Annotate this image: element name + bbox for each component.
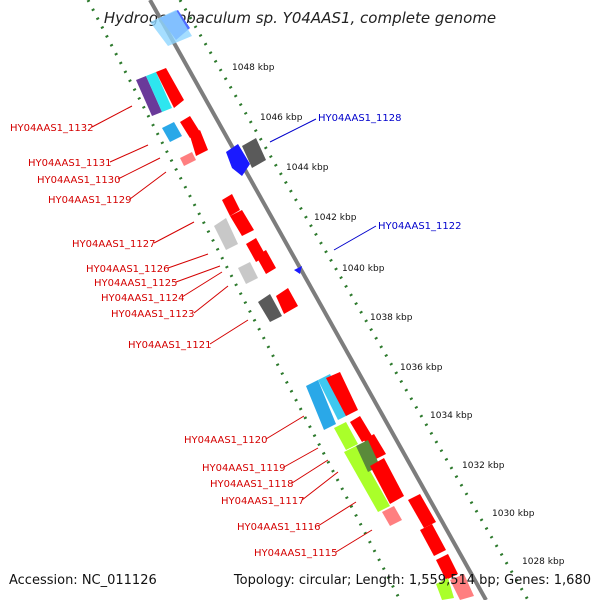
gene-feature[interactable] <box>364 434 386 460</box>
gene-feature[interactable] <box>382 506 402 526</box>
gene-feature[interactable] <box>258 294 282 322</box>
gene-label[interactable]: HY04AAS1_1132 <box>10 123 93 134</box>
genome-backbone <box>148 0 488 600</box>
gene-feature[interactable] <box>214 218 238 250</box>
tick-label: 1046 kbp <box>260 113 303 123</box>
gene-feature[interactable] <box>420 524 446 556</box>
gene-feature[interactable] <box>242 138 266 168</box>
gene-label[interactable]: HY04AAS1_1118 <box>210 479 293 490</box>
gene-feature[interactable] <box>326 372 358 416</box>
gene-feature[interactable] <box>318 374 350 420</box>
gene-feature[interactable] <box>370 458 404 504</box>
gene-feature[interactable] <box>190 130 208 156</box>
tick-label: 1034 kbp <box>430 411 473 421</box>
map-title: Hydrogenobaculum sp. Y04AAS1, complete g… <box>103 9 497 27</box>
gene-feature[interactable] <box>408 494 436 528</box>
gene-labels-right: HY04AAS1_1128 HY04AAS1_1122 <box>318 113 461 232</box>
gene-feature[interactable] <box>136 76 162 116</box>
gene-feature[interactable] <box>450 574 474 600</box>
gene-feature[interactable] <box>180 152 196 166</box>
gene-feature[interactable] <box>294 266 302 274</box>
tick-label: 1044 kbp <box>286 163 329 173</box>
gene-feature[interactable] <box>150 10 192 46</box>
leader-lines-right <box>269 118 377 251</box>
gene-label[interactable]: HY04AAS1_1120 <box>184 435 267 446</box>
gene-feature[interactable] <box>344 446 390 512</box>
gene-feature[interactable] <box>226 144 250 176</box>
gene-feature[interactable] <box>146 72 172 112</box>
gene-label[interactable]: HY04AAS1_1121 <box>128 340 211 351</box>
accession-text: Accession: NC_011126 <box>9 573 157 588</box>
gene-feature[interactable] <box>180 116 200 138</box>
gene-feature[interactable] <box>222 194 240 216</box>
gene-feature[interactable] <box>230 210 254 236</box>
gene-feature[interactable] <box>436 578 454 600</box>
tick-label: 1048 kbp <box>232 63 275 73</box>
outer-dotted-ring <box>178 0 530 600</box>
gene-label[interactable]: HY04AAS1_1129 <box>48 195 131 206</box>
gene-label[interactable]: HY04AAS1_1115 <box>254 548 337 559</box>
gene-feature[interactable] <box>162 122 182 142</box>
topology-text: Topology: circular; Length: 1,559,514 bp… <box>233 573 591 588</box>
gene-feature[interactable] <box>334 422 358 450</box>
gene-feature[interactable] <box>238 262 258 284</box>
gene-label[interactable]: HY04AAS1_1131 <box>28 158 111 169</box>
tick-label: 1032 kbp <box>462 461 505 471</box>
gene-label[interactable]: HY04AAS1_1130 <box>37 175 120 186</box>
gene-label[interactable]: HY04AAS1_1122 <box>378 221 461 232</box>
gene-labels-left: HY04AAS1_1132 HY04AAS1_1131 HY04AAS1_113… <box>10 123 337 559</box>
leader-lines-left <box>91 105 373 553</box>
gene-feature[interactable] <box>256 250 276 274</box>
tick-label: 1040 kbp <box>342 264 385 274</box>
gene-feature[interactable] <box>306 380 336 430</box>
gene-feature[interactable] <box>436 554 458 580</box>
gene-label[interactable]: HY04AAS1_1125 <box>94 278 177 289</box>
tick-labels: 1048 kbp 1046 kbp 1044 kbp 1042 kbp 1040… <box>232 63 565 567</box>
gene-label[interactable]: HY04AAS1_1124 <box>101 293 184 304</box>
tick-label: 1036 kbp <box>400 363 443 373</box>
gene-label[interactable]: HY04AAS1_1116 <box>237 522 320 533</box>
gene-label[interactable]: HY04AAS1_1126 <box>86 264 169 275</box>
gene-feature[interactable] <box>156 68 184 108</box>
gene-feature[interactable] <box>350 416 372 442</box>
gene-label[interactable]: HY04AAS1_1119 <box>202 463 285 474</box>
tick-label: 1038 kbp <box>370 313 413 323</box>
tick-label: 1028 kbp <box>522 557 565 567</box>
gene-label[interactable]: HY04AAS1_1123 <box>111 309 194 320</box>
tick-label: 1030 kbp <box>492 509 535 519</box>
feature-track <box>136 10 474 600</box>
tick-label: 1042 kbp <box>314 213 357 223</box>
gene-label[interactable]: HY04AAS1_1127 <box>72 239 155 250</box>
gene-feature[interactable] <box>276 288 298 314</box>
gene-label[interactable]: HY04AAS1_1128 <box>318 113 401 124</box>
gene-label[interactable]: HY04AAS1_1117 <box>221 496 304 507</box>
